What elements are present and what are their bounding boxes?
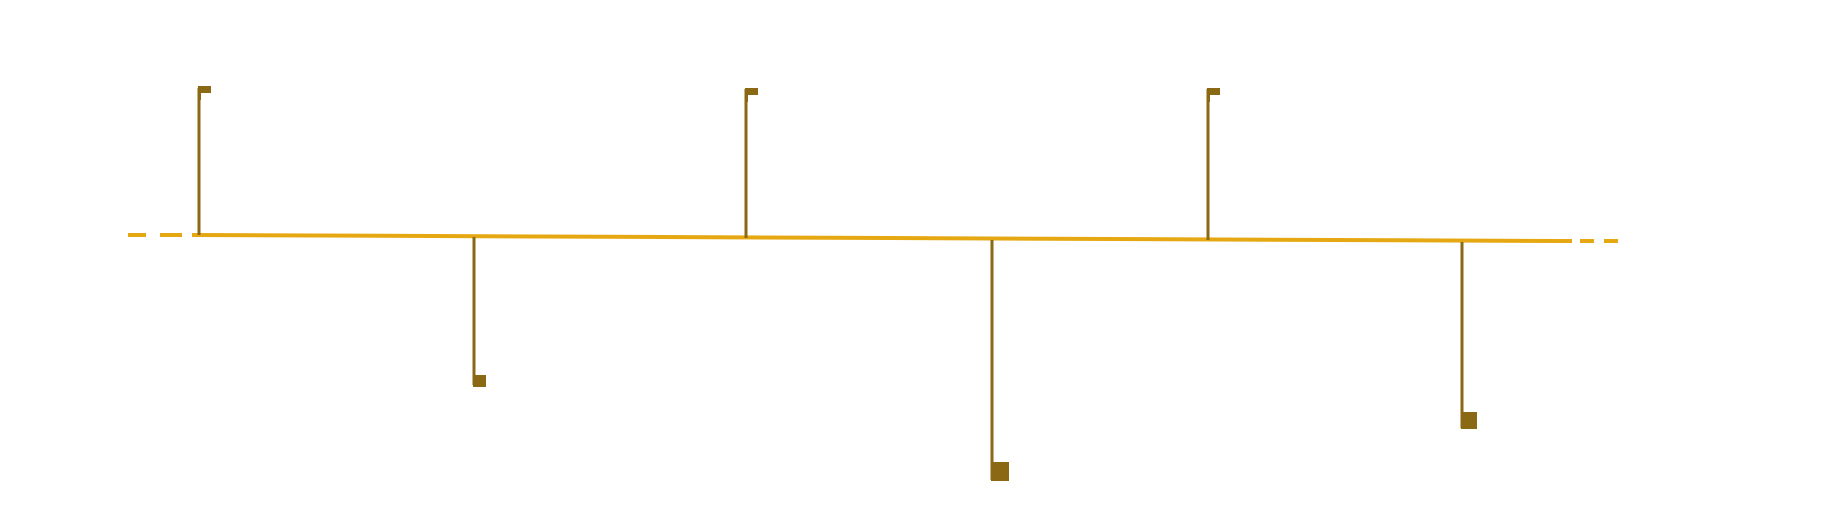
event-flag: [991, 462, 1009, 481]
event-marker-4: [990, 240, 1009, 481]
event-marker-6: [1460, 242, 1477, 429]
event-marker-1: [197, 86, 211, 235]
event-flag: [473, 375, 486, 387]
event-flag: [1461, 412, 1477, 429]
event-marker-5: [1206, 88, 1220, 240]
event-marker-2: [472, 237, 486, 387]
timeline-axis: [197, 233, 1565, 243]
event-marker-3: [744, 88, 758, 238]
